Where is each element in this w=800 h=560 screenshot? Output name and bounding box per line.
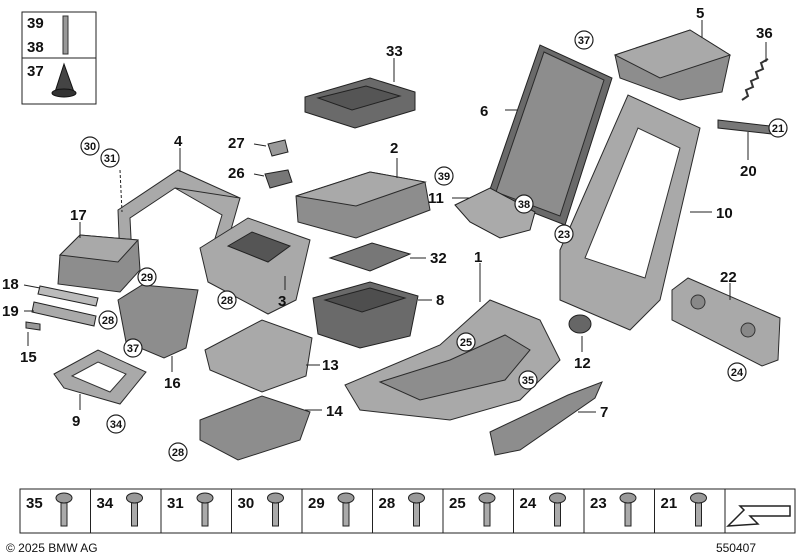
part-5-armrest-cushion — [613, 20, 732, 101]
part-32-mat — [328, 242, 426, 272]
legend-label-24: 24 — [520, 495, 537, 512]
part-14-module — [199, 395, 322, 461]
part-11-hinge — [452, 187, 536, 239]
part-16-lid — [117, 284, 199, 372]
part-1-console-base — [344, 263, 561, 421]
part-2-cover — [295, 158, 431, 239]
screw-icon — [549, 492, 566, 527]
callout-circle-39: 39 — [438, 171, 450, 183]
callout-circle-31: 31 — [104, 153, 116, 165]
callout-15: 15 — [20, 349, 37, 366]
screw-icon — [619, 492, 637, 527]
fastener-legend: 35 34 31 30 29 28 25 24 23 21 — [19, 488, 796, 534]
direction-arrow-icon — [726, 505, 791, 527]
screw-icon — [690, 492, 707, 527]
callout-36: 36 — [756, 25, 773, 42]
callout-10: 10 — [716, 205, 733, 222]
callout-circle-37-a: 37 — [127, 343, 139, 355]
callout-3: 3 — [278, 293, 286, 310]
legend-label-31: 31 — [167, 495, 184, 512]
callout-circle-21: 21 — [772, 123, 784, 135]
diagram-id-text: 550407 — [715, 541, 756, 555]
callout-17: 17 — [70, 207, 87, 224]
part-10-frame — [559, 94, 712, 331]
part-8-storage-tray — [312, 281, 432, 349]
callout-16: 16 — [164, 375, 181, 392]
inset-label-37: 37 — [27, 63, 44, 80]
legend-label-29: 29 — [308, 495, 325, 512]
callout-2: 2 — [390, 140, 398, 157]
callout-8: 8 — [436, 292, 444, 309]
callout-circle-35: 35 — [522, 375, 534, 387]
callout-7: 7 — [600, 404, 608, 421]
part-9-frame — [53, 349, 147, 410]
circled-callouts: 30 31 29 28 28 28 37 34 37 39 38 23 21 2… — [80, 30, 788, 462]
callout-33: 33 — [386, 43, 403, 60]
callout-circle-24: 24 — [731, 367, 744, 379]
legend-label-28: 28 — [379, 495, 396, 512]
part-33-tray-mat — [304, 58, 416, 129]
inset-label-38: 38 — [27, 39, 44, 56]
legend-label-35: 35 — [26, 495, 43, 512]
callout-22: 22 — [720, 269, 737, 286]
callout-20: 20 — [740, 163, 757, 180]
part-7-side-trim — [489, 381, 603, 456]
callout-circle-34: 34 — [110, 419, 123, 431]
callout-27: 27 — [228, 135, 245, 152]
callout-4: 4 — [174, 133, 183, 150]
part-26-insert — [253, 169, 293, 189]
screw-icon — [337, 492, 355, 527]
callout-12: 12 — [574, 355, 591, 372]
part-17-lid — [57, 222, 141, 293]
part-27-clip — [253, 139, 289, 157]
part-3-cup-holder — [199, 217, 311, 315]
legend-label-30: 30 — [238, 495, 255, 512]
callout-circle-25: 25 — [460, 337, 472, 349]
callout-circle-30: 30 — [84, 141, 96, 153]
copyright-text: © 2025 BMW AG — [6, 541, 98, 555]
callout-32: 32 — [430, 250, 447, 267]
part-6-armrest-panel — [487, 44, 613, 226]
part-36-spring — [741, 42, 769, 101]
part-20-bracket — [717, 119, 773, 160]
callout-18: 18 — [2, 276, 19, 293]
part-19-trim — [24, 301, 97, 327]
callout-circle-29: 29 — [141, 272, 153, 284]
callout-11: 11 — [428, 190, 444, 207]
legend-label-25: 25 — [449, 495, 466, 512]
inset-box: 39 38 37 — [21, 11, 97, 105]
part-15-button — [25, 321, 41, 346]
callout-circle-38: 38 — [518, 199, 530, 211]
callout-circle-37-b: 37 — [578, 35, 590, 47]
callout-13: 13 — [322, 357, 339, 374]
inset-label-39: 39 — [27, 15, 44, 32]
part-12-knob — [568, 314, 592, 352]
callout-14: 14 — [326, 403, 343, 420]
callout-circle-28-b: 28 — [221, 295, 233, 307]
screw-icon — [408, 492, 425, 527]
pin-icon — [62, 15, 69, 55]
screw-icon — [267, 492, 284, 527]
legend-label-34: 34 — [97, 495, 114, 512]
callout-19: 19 — [2, 303, 19, 320]
callout-circle-28-a: 28 — [102, 315, 114, 327]
callout-9: 9 — [72, 413, 80, 430]
callout-1: 1 — [474, 249, 482, 266]
part-22-rear-panel — [671, 277, 781, 367]
screw-icon — [126, 492, 143, 527]
legend-label-21: 21 — [661, 495, 678, 512]
callout-26: 26 — [228, 165, 245, 182]
screw-icon — [478, 492, 496, 527]
part-18-trim — [23, 284, 99, 307]
screw-icon — [196, 492, 214, 527]
callout-5: 5 — [696, 5, 704, 22]
legend-label-23: 23 — [590, 495, 607, 512]
callout-circle-23: 23 — [558, 229, 570, 241]
callout-circle-28-c: 28 — [172, 447, 184, 459]
callout-6: 6 — [480, 103, 488, 120]
part-13-bracket — [204, 319, 320, 393]
screw-icon — [55, 492, 73, 527]
